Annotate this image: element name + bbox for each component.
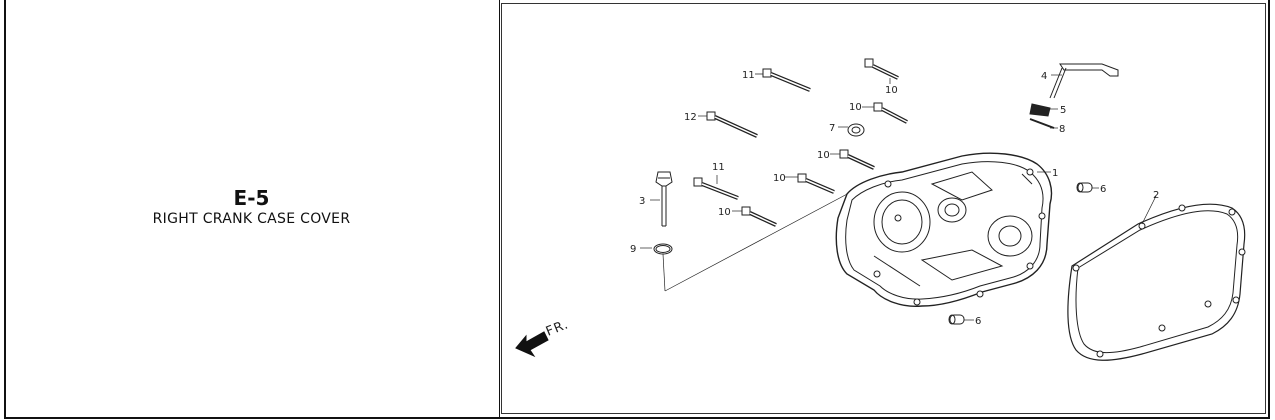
callout-10: 10 <box>718 207 731 218</box>
callout-7: 7 <box>829 123 835 134</box>
callout-10: 10 <box>849 102 862 113</box>
callout-1: 1 <box>1052 168 1058 179</box>
bolt-11-lower <box>693 175 739 200</box>
collar-7 <box>838 123 865 137</box>
bolt-12 <box>698 111 758 138</box>
front-direction-label: FR. <box>544 317 571 340</box>
o-ring-9 <box>640 175 882 292</box>
callout-10: 10 <box>817 150 830 161</box>
dowel-pin-6-lower <box>948 314 974 325</box>
callout-11: 11 <box>712 162 725 173</box>
front-direction-arrow <box>515 331 549 358</box>
section-code: E-5 <box>233 186 270 210</box>
bolt-10-third <box>830 149 875 170</box>
exploded-parts-diagram: 11 12 10 10 7 10 10 11 10 3 9 1 2 6 6 4 … <box>515 58 1246 361</box>
column-divider <box>499 0 500 419</box>
bolt-10-second <box>862 102 908 124</box>
shaft-4 <box>1049 63 1119 99</box>
section-title: RIGHT CRANK CASE COVER <box>152 211 351 227</box>
section-header: E-5 RIGHT CRANK CASE COVER <box>4 186 499 228</box>
dowel-pin-6-upper <box>1076 182 1099 193</box>
callout-6: 6 <box>1100 184 1106 195</box>
callout-4: 4 <box>1041 71 1047 82</box>
callout-8: 8 <box>1059 124 1065 135</box>
callout-6: 6 <box>975 316 981 327</box>
bolt-11-top <box>755 68 811 92</box>
bolt-10-fourth <box>785 173 835 194</box>
bolt-10-fifth <box>732 206 777 227</box>
pin-8 <box>1029 118 1058 129</box>
callout-10: 10 <box>885 85 898 96</box>
callout-3: 3 <box>639 196 645 207</box>
page-frame <box>4 0 1270 419</box>
oil-dipstick-3 <box>650 171 673 227</box>
callout-11: 11 <box>742 70 755 81</box>
crank-case-cover-1 <box>835 152 1053 307</box>
gasket-2 <box>1067 195 1246 361</box>
bolt-10-top <box>864 58 899 84</box>
clip-5 <box>1029 103 1058 117</box>
callout-9: 9 <box>630 244 636 255</box>
parts-diagram-panel: 11 12 10 10 7 10 10 11 10 3 9 1 2 6 6 4 … <box>501 3 1266 414</box>
callout-10: 10 <box>773 173 786 184</box>
callout-2: 2 <box>1153 190 1159 201</box>
callout-12: 12 <box>684 112 697 123</box>
callout-5: 5 <box>1060 105 1066 116</box>
